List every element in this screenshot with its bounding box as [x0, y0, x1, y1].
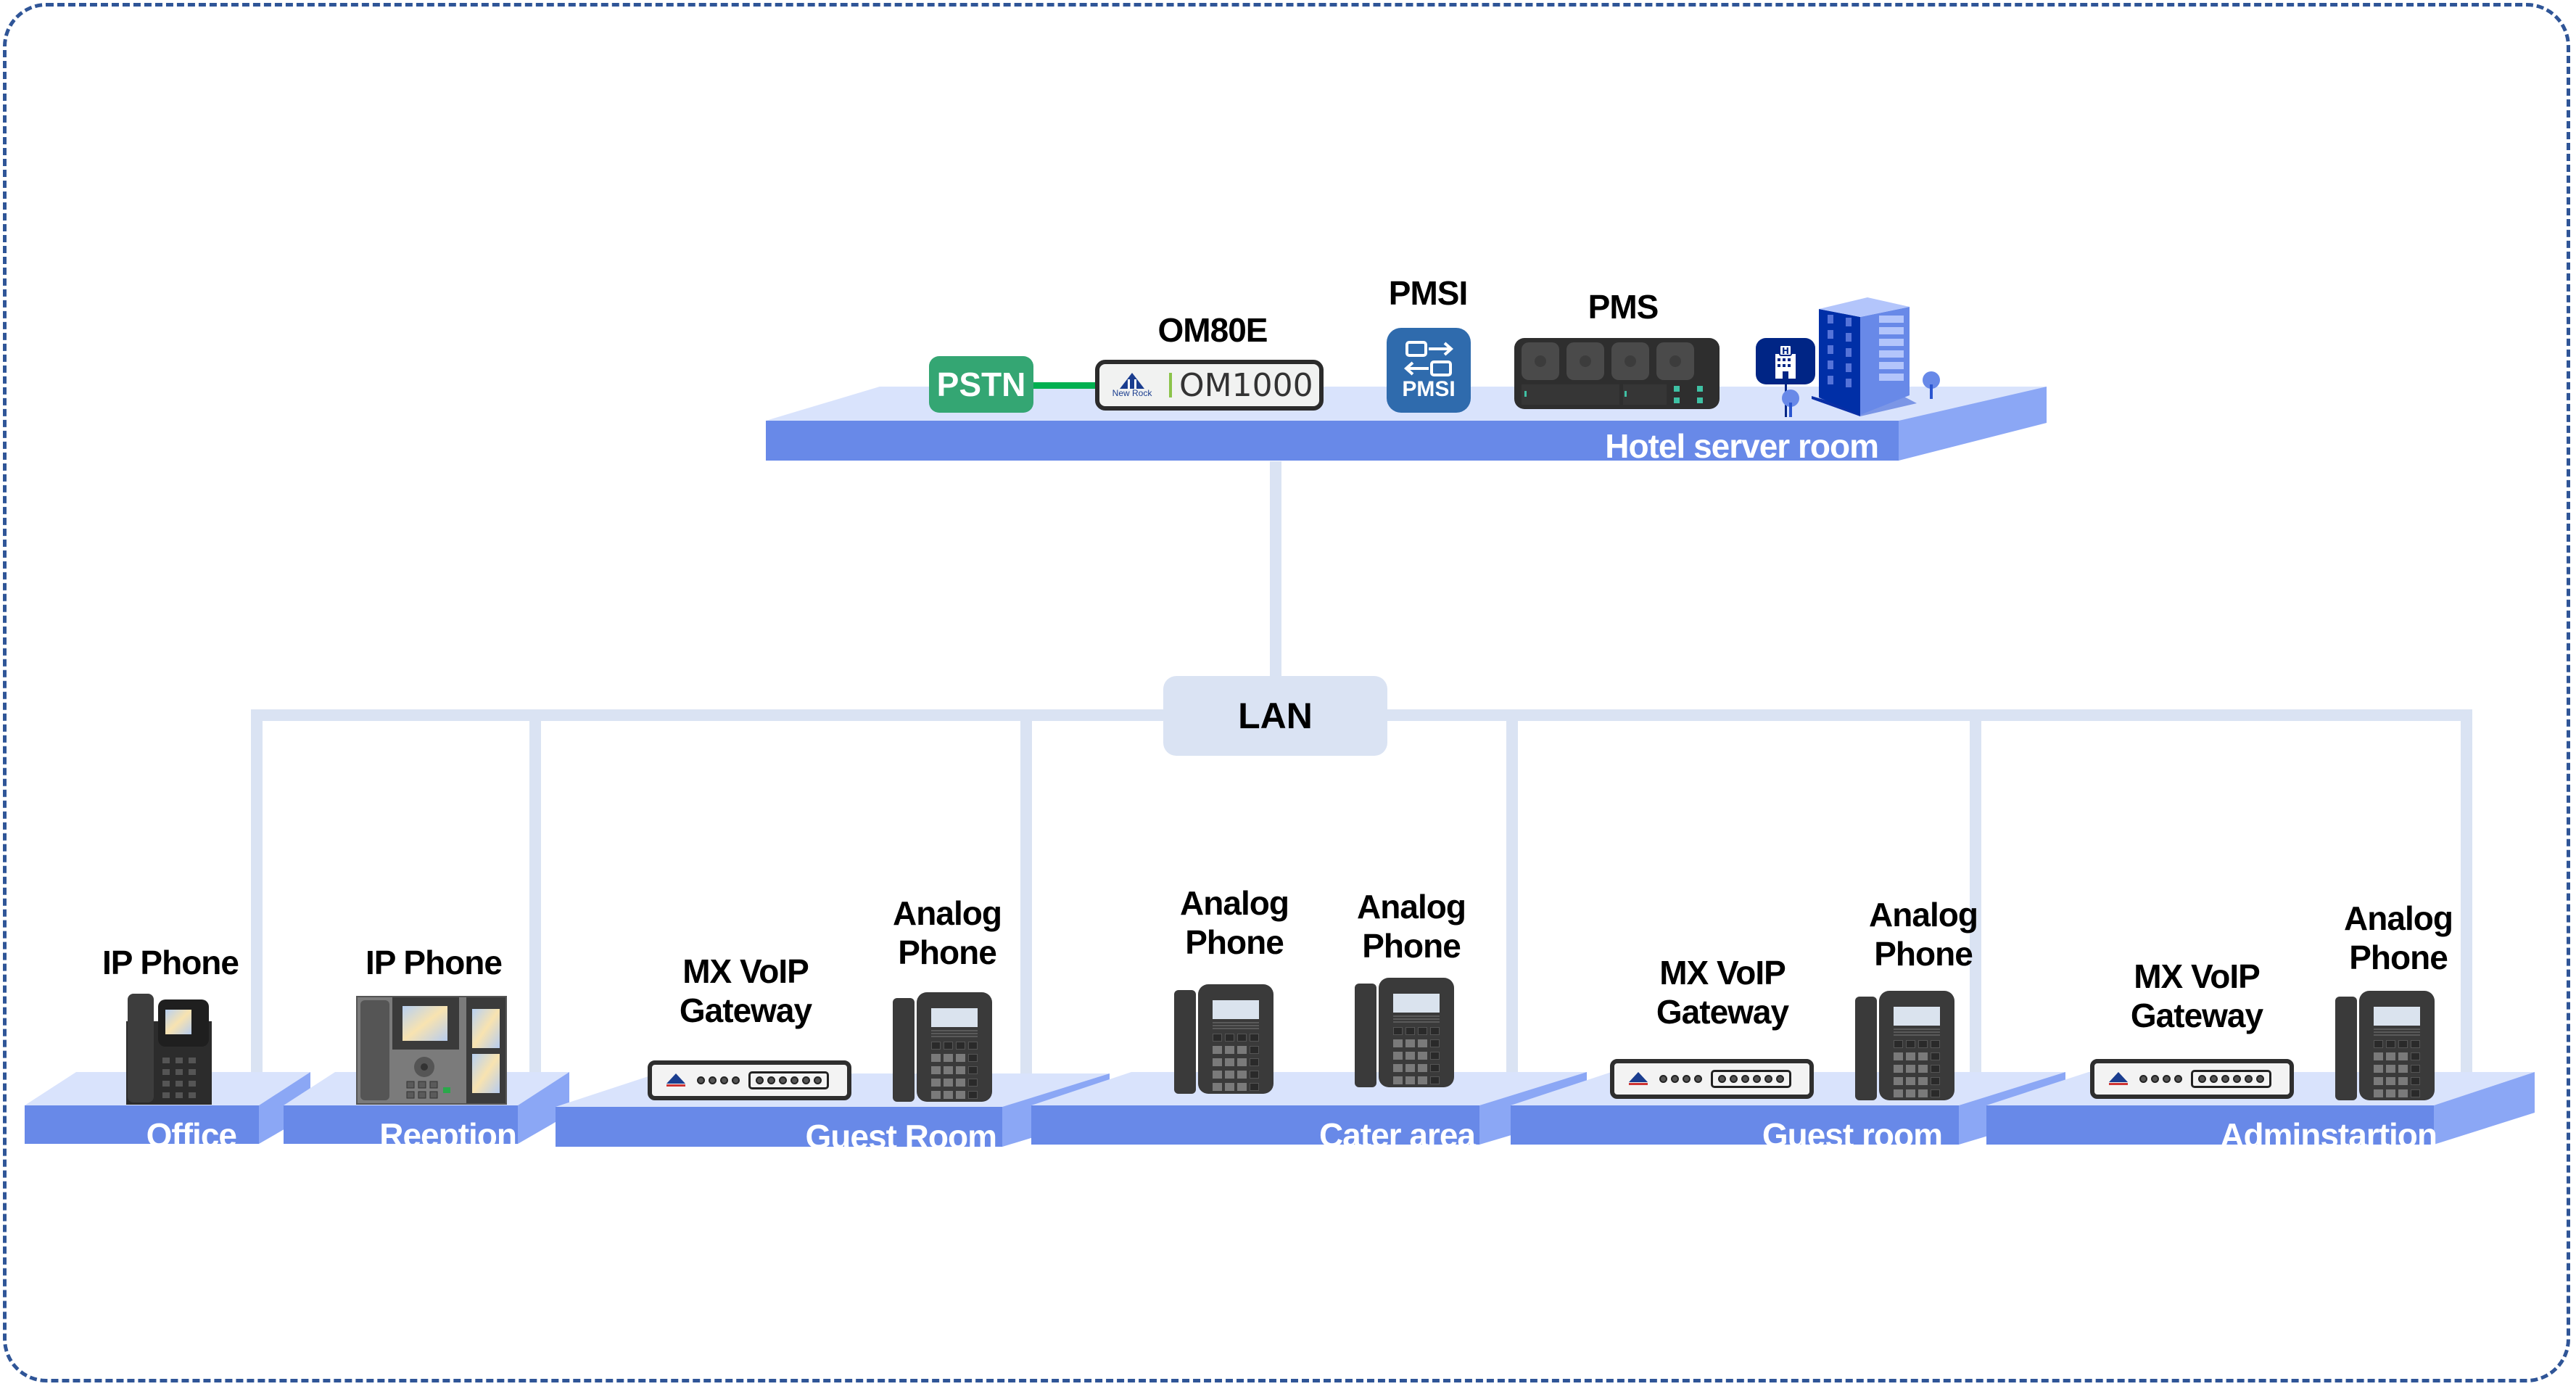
lan-label: LAN — [1238, 696, 1313, 736]
om80e-label: OM80E — [1157, 311, 1268, 349]
drop-line-reception — [529, 709, 541, 1087]
new-rock-logo-icon — [1629, 1071, 1648, 1085]
server-room-label: Hotel server room — [1605, 427, 1879, 465]
gateway-fxs-ports — [2191, 1070, 2271, 1088]
ip-phone-reception[interactable] — [356, 996, 507, 1105]
reception-device-label: IP Phone — [366, 944, 503, 981]
new-rock-logo-icon — [2109, 1071, 2128, 1085]
gateway-fxs-ports — [748, 1071, 829, 1089]
uplink-line — [1270, 461, 1281, 679]
new-rock-logo-icon — [666, 1073, 685, 1087]
mx-voip-gateway-administration[interactable] — [2090, 1059, 2294, 1099]
area-label-guest-room-1: Guest Room — [805, 1118, 997, 1155]
analog-phone-cater-area-1[interactable] — [1174, 984, 1273, 1094]
pstn-trunk-line — [1033, 382, 1097, 389]
om1000-model-text: OM1000 — [1179, 366, 1313, 404]
hotel-marker-letter: H — [1782, 346, 1789, 356]
pstn-badge[interactable]: PSTN — [929, 356, 1033, 413]
pmsi-label: PMSI — [1388, 274, 1468, 312]
area-label-guest-room-2: Guest room — [1762, 1116, 1943, 1154]
pms-label: PMS — [1588, 288, 1659, 326]
handset-icon — [2335, 997, 2357, 1100]
hotel-marker-icon: H — [1756, 338, 1815, 384]
gateway-fxs-ports — [1711, 1070, 1791, 1088]
platform-side — [1899, 387, 2047, 461]
diagram-frame — [3, 3, 2570, 1382]
lan-switch-box[interactable]: LAN — [1163, 676, 1387, 756]
pms-server-device[interactable] — [1514, 338, 1720, 409]
analog-phone-guest-room-1[interactable] — [893, 992, 992, 1102]
administration-gateway-label: MX VoIP Gateway — [2130, 957, 2263, 1034]
handset-icon — [1855, 997, 1877, 1100]
analog-phone-cater-area-2[interactable] — [1355, 978, 1454, 1087]
handset-icon — [893, 998, 915, 1102]
guest-room-2-gateway-label: MX VoIP Gateway — [1656, 954, 1789, 1031]
ip-phone-pro-icon — [360, 997, 505, 1103]
analog-phone-administration[interactable] — [2335, 991, 2435, 1100]
gateway-leds — [697, 1076, 740, 1084]
pmsi-icon-text: PMSI — [1402, 376, 1456, 401]
mx-voip-gateway-guest-room-1[interactable] — [648, 1060, 851, 1100]
drop-line-guest-room-2 — [1970, 709, 1981, 1087]
guest-room-1-gateway-label: MX VoIP Gateway — [679, 952, 812, 1029]
analog-phone-icon — [1379, 978, 1454, 1087]
area-label-administration: Adminstartion — [2220, 1116, 2437, 1154]
pstn-label: PSTN — [936, 366, 1026, 403]
mx-voip-gateway-guest-room-2[interactable] — [1610, 1059, 1814, 1099]
analog-phone-icon — [1879, 991, 1954, 1100]
area-label-office: Office — [146, 1116, 237, 1154]
divider — [1169, 373, 1172, 397]
analog-phone-icon — [1198, 984, 1273, 1094]
guest-room-1-phone-label: Analog Phone — [893, 894, 1002, 971]
exchange-arrows-icon — [1403, 340, 1454, 376]
drop-line-cater-area — [1506, 709, 1518, 1087]
cater-area-phone-1-label: Analog Phone — [1180, 884, 1289, 961]
gateway-leds — [1659, 1075, 1702, 1083]
administration-phone-label: Analog Phone — [2344, 899, 2453, 976]
guest-room-2-phone-label: Analog Phone — [1869, 896, 1978, 973]
gateway-leds — [2139, 1075, 2182, 1083]
cater-area-phone-2-label: Analog Phone — [1357, 888, 1466, 965]
drop-line-guest-room-1 — [1020, 709, 1032, 1087]
analog-phone-icon — [2359, 991, 2435, 1100]
server-device-icon — [1522, 342, 1703, 405]
handset-icon — [1355, 984, 1376, 1087]
area-label-reception: Reeption — [379, 1116, 517, 1154]
new-rock-logo-icon: New Rock — [1099, 372, 1165, 398]
area-label-cater-area: Cater area — [1318, 1116, 1476, 1154]
drop-line-office — [251, 709, 263, 1087]
drop-line-administration — [2461, 709, 2472, 1087]
ip-phone-icon — [126, 994, 212, 1105]
office-device-label: IP Phone — [102, 944, 239, 981]
analog-phone-guest-room-2[interactable] — [1855, 991, 1954, 1100]
handset-icon — [1174, 990, 1196, 1094]
analog-phone-icon — [917, 992, 992, 1102]
om1000-device[interactable]: New Rock OM1000 — [1095, 360, 1324, 411]
platform-front — [766, 421, 1899, 461]
ip-phone-office[interactable] — [126, 994, 212, 1105]
pmsi-device[interactable]: PMSI — [1387, 328, 1471, 413]
